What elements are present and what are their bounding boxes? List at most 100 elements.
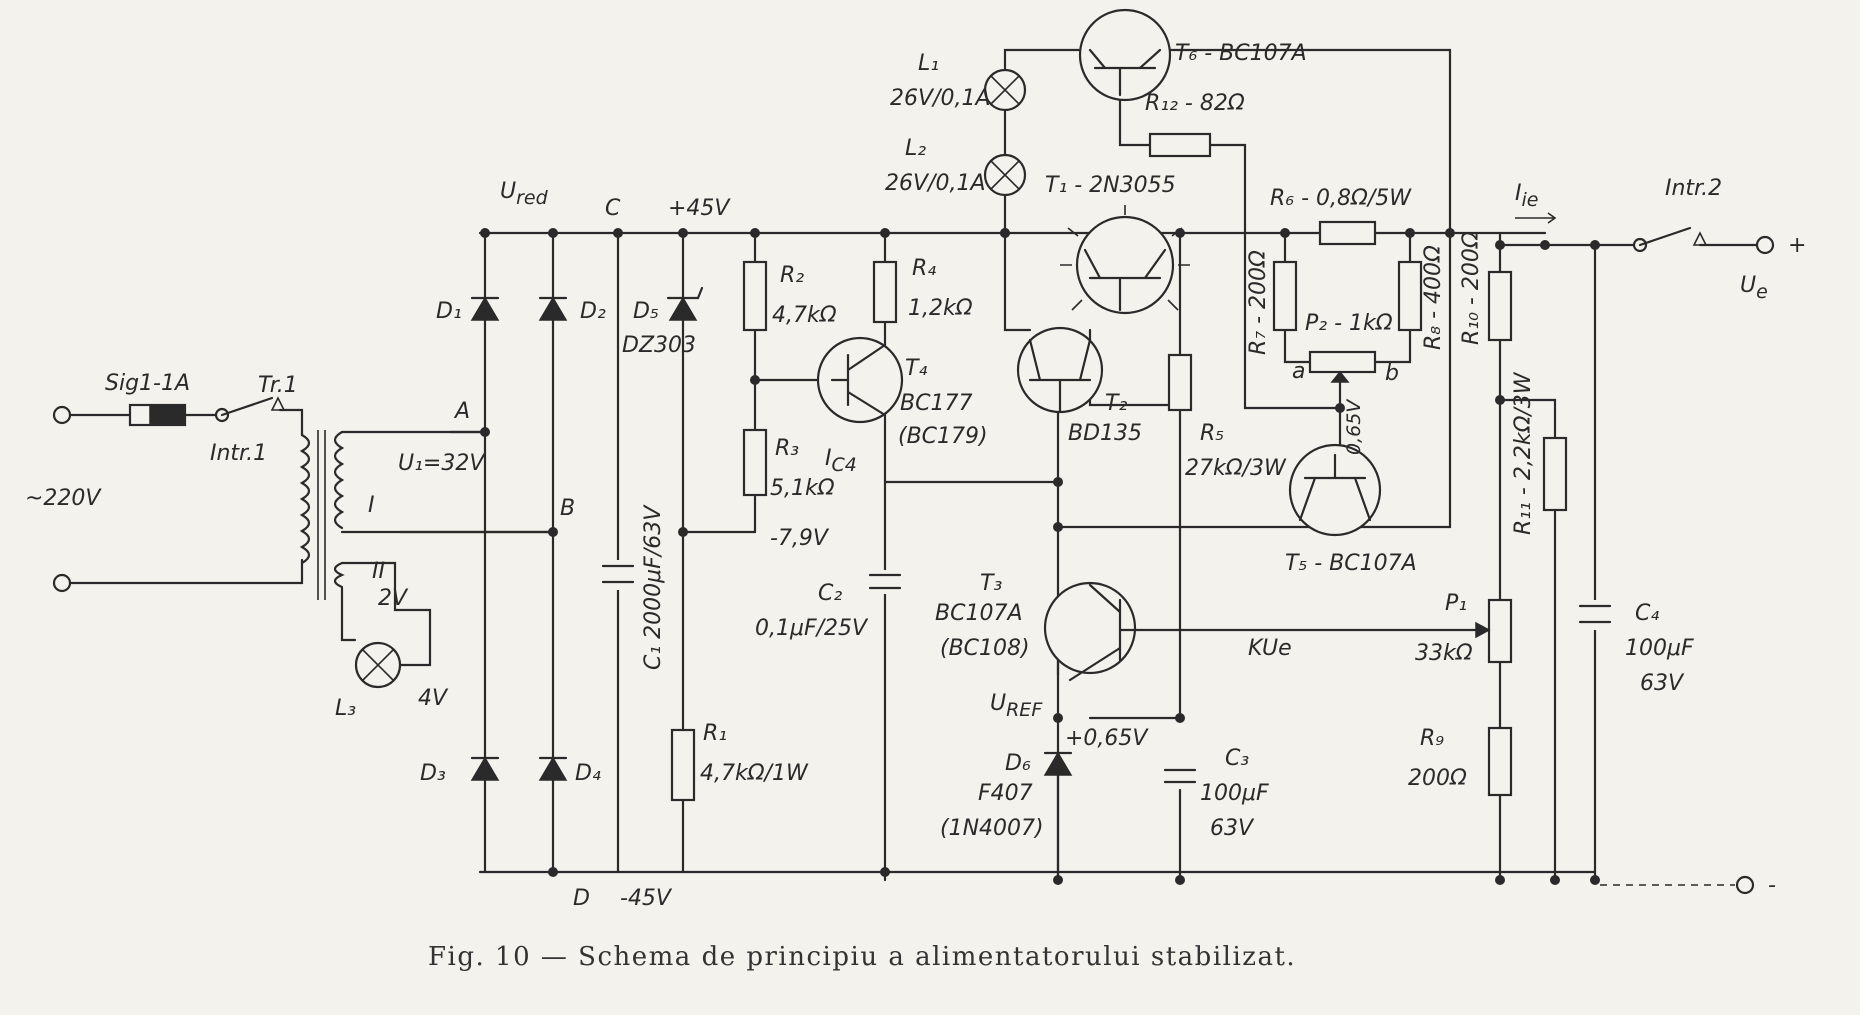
label-c4: C₄ [1635, 601, 1659, 626]
label-plus45: +45V [668, 196, 731, 221]
transistor-t6 [1078, 8, 1172, 102]
transformer-tr1 [299, 430, 345, 600]
resistor-r12 [1148, 132, 1212, 158]
label-d5: D₅ [633, 299, 659, 324]
label-sig: Sig1-1A [105, 371, 190, 396]
label-kue: KUe [1248, 636, 1292, 661]
label-l1-v: 26V/0,1A [890, 86, 991, 111]
label-uref: UREF [990, 691, 1043, 721]
label-ue: Ue [1740, 273, 1768, 303]
diode-d1 [470, 296, 500, 321]
resistor-r10 [1487, 270, 1513, 342]
resistor-r4 [872, 260, 898, 324]
label-r12: R₁₂ - 82Ω [1145, 91, 1245, 116]
label-d4: D₄ [575, 761, 601, 786]
label-t1: T₁ - 2N3055 [1045, 173, 1176, 198]
label-c4-v2: 63V [1640, 671, 1685, 696]
diode-d2 [538, 296, 568, 321]
label-d6: D₆ [1005, 751, 1031, 776]
label-r2: R₂ [780, 263, 804, 288]
label-dz: DZ303 [622, 333, 696, 358]
label-c2-v: 0,1μF/25V [755, 616, 869, 641]
label-c2: C₂ [818, 581, 842, 606]
label-p2: P₂ - 1kΩ [1305, 311, 1393, 336]
label-d6-a: F407 [978, 781, 1033, 806]
capacitor-c1 [598, 560, 638, 590]
label-c4-v: 100μF [1625, 636, 1694, 661]
transistor-t2 [1016, 326, 1104, 414]
label-v2: 2V [378, 586, 409, 611]
label-r9-v: 200Ω [1408, 766, 1467, 791]
output-terminal-plus [1755, 235, 1775, 255]
label-t5: T₅ - BC107A [1285, 551, 1417, 576]
label-iie: Iie [1515, 181, 1538, 211]
label-t3-a: BC107A [935, 601, 1023, 626]
potentiometer-p1 [1475, 598, 1513, 664]
label-r8: R₈ - 400Ω [1421, 245, 1446, 350]
lamp-l1 [983, 68, 1027, 112]
figure-caption: Fig. 10 — Schema de principiu a alimenta… [428, 942, 1296, 972]
label-d3: D₃ [420, 761, 446, 786]
current-arrow [1515, 212, 1557, 224]
label-winding-1: I [368, 493, 375, 518]
label-node-b: B [560, 496, 575, 521]
diode-d3 [470, 756, 500, 781]
label-pa: a [1292, 359, 1305, 384]
labels: Sig1-1A Tr.1 Intr.1 ~220V Ured C +45V A … [25, 41, 1806, 911]
resistor-r9 [1487, 726, 1513, 797]
label-pb: b [1385, 361, 1399, 386]
label-c3: C₃ [1225, 746, 1249, 771]
label-v065b: +0,65V [1065, 726, 1149, 751]
label-minus79: -7,9V [770, 526, 830, 551]
potentiometer-p2 [1308, 350, 1377, 383]
label-minus45: -45V [620, 886, 673, 911]
label-r4: R₄ [912, 256, 936, 281]
switch-intr1 [214, 396, 286, 423]
output-terminal-minus [1735, 875, 1755, 895]
label-r1-v: 4,7kΩ/1W [700, 761, 809, 786]
resistor-r2 [742, 260, 768, 332]
resistor-r3 [742, 428, 768, 497]
resistor-r7 [1272, 260, 1298, 332]
label-tr: Tr.1 [258, 373, 298, 398]
label-node-d: D [573, 886, 590, 911]
resistor-r11 [1542, 436, 1568, 512]
label-c3-v: 100μF [1200, 781, 1269, 806]
label-mains: ~220V [25, 486, 102, 511]
label-r7: R₇ - 200Ω [1246, 250, 1271, 355]
transistor-t5 [1288, 443, 1382, 537]
label-t6: T₆ - BC107A [1175, 41, 1307, 66]
label-r9: R₉ [1420, 726, 1444, 751]
label-d6-b: (1N4007) [940, 816, 1044, 841]
label-l2-v: 26V/0,1A [885, 171, 986, 196]
label-u1: U₁=32V [398, 451, 486, 476]
label-t4-a: BC177 [900, 391, 972, 416]
label-node-a: A [453, 399, 470, 424]
label-r6: R₆ - 0,8Ω/5W [1270, 186, 1412, 211]
transistor-t3 [1043, 581, 1137, 682]
label-d2: D₂ [580, 299, 606, 324]
label-t4-b: (BC179) [898, 424, 988, 449]
label-node-c: C [605, 196, 621, 221]
label-l3-v: 4V [418, 686, 449, 711]
label-r5-v: 27kΩ/3W [1185, 456, 1287, 481]
label-t2: T₂ [1105, 391, 1127, 416]
wires [58, 48, 1762, 886]
diode-d4 [538, 756, 568, 781]
switch-intr2 [1632, 226, 1708, 253]
label-t4: T₄ [905, 356, 927, 381]
capacitor-c3 [1160, 765, 1200, 787]
label-l2: L₂ [905, 136, 926, 161]
transistor-t4 [816, 336, 904, 424]
label-t3-b: (BC108) [940, 636, 1030, 661]
resistor-r5 [1167, 353, 1193, 412]
label-winding-2: II [372, 559, 385, 584]
diode-d6 [1043, 751, 1073, 776]
mains-terminal-2 [52, 573, 72, 593]
resistor-r1 [670, 728, 696, 802]
label-minus: - [1768, 873, 1776, 898]
label-r3: R₃ [775, 436, 799, 461]
label-c3-v2: 63V [1210, 816, 1255, 841]
